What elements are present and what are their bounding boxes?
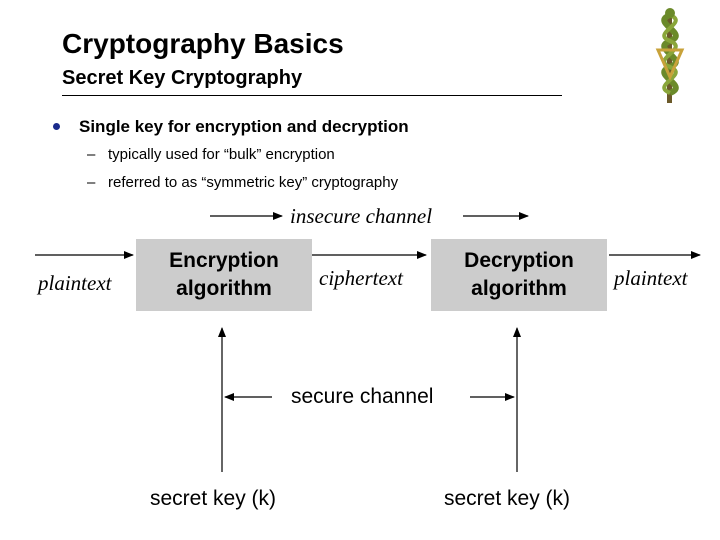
sub-bullet-1: typically used for “bulk” encryption	[108, 146, 335, 163]
plaintext-output-label: plaintext	[614, 266, 688, 290]
decryption-algorithm-box: Decryption algorithm	[431, 239, 607, 311]
bullet-dot-icon	[53, 123, 60, 130]
encryption-box-line2: algorithm	[176, 277, 272, 300]
insecure-channel-label: insecure channel	[290, 204, 433, 228]
slide-title: Cryptography Basics	[62, 28, 344, 59]
sub-bullet-dash: –	[87, 174, 96, 191]
plaintext-input-label: plaintext	[38, 271, 112, 295]
secret-key-right-label: secret key (k)	[444, 487, 571, 510]
slide-subtitle: Secret Key Cryptography	[62, 67, 303, 89]
ciphertext-label: ciphertext	[319, 266, 403, 290]
encryption-algorithm-box: Encryption algorithm	[136, 239, 312, 311]
sub-bullet-dash: –	[87, 146, 96, 163]
main-bullet: Single key for encryption and decryption	[79, 117, 409, 136]
secure-channel-label: secure channel	[291, 385, 434, 408]
secret-key-left-label: secret key (k)	[150, 487, 277, 510]
title-divider	[62, 95, 562, 96]
sub-bullet-2: referred to as “symmetric key” cryptogra…	[108, 174, 399, 191]
caduceus-logo-icon	[655, 8, 685, 103]
decryption-box-line1: Decryption	[464, 249, 574, 272]
decryption-box-line2: algorithm	[471, 277, 567, 300]
encryption-box-line1: Encryption	[169, 249, 279, 272]
